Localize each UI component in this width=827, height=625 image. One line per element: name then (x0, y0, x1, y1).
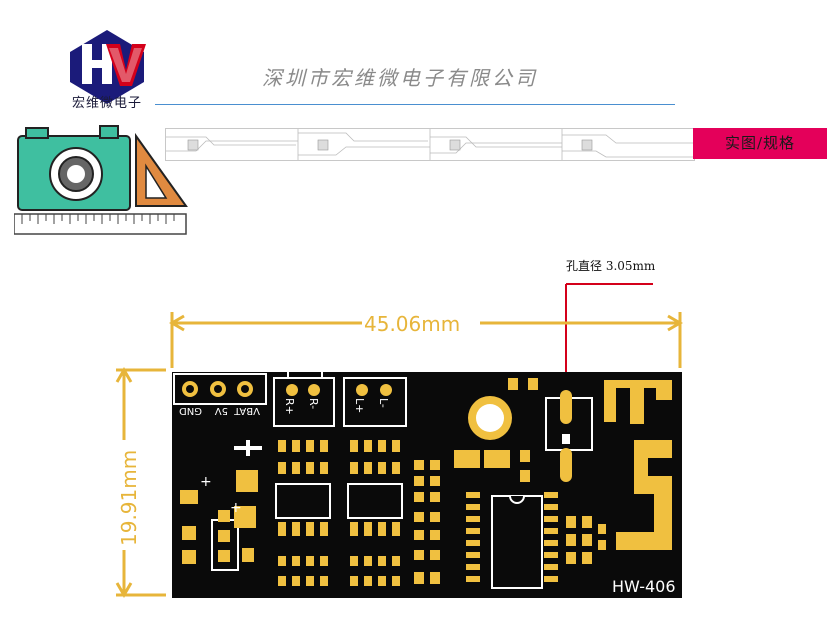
width-dimension (169, 312, 683, 368)
polarity-mark-1: + (200, 474, 212, 490)
pcb-preview-strip (165, 128, 695, 161)
left-speaker-connector (343, 377, 407, 427)
crystal-footprint (545, 390, 593, 482)
pin-label-l-minus: L- (377, 398, 390, 408)
title-divider (155, 104, 675, 105)
ic-pad-grid (414, 460, 440, 584)
height-dimension (115, 367, 166, 598)
pin-label-gnd: GND (179, 405, 202, 416)
left-components (180, 440, 262, 571)
pin-label-r-plus: R+ (283, 398, 296, 415)
power-pin-header (173, 373, 267, 405)
tab-photo-spec[interactable]: 实图/规格 (693, 128, 827, 159)
company-logo (70, 30, 146, 104)
amp-chip-outlines (275, 483, 403, 519)
right-speaker-connector (273, 372, 335, 427)
mounting-hole (476, 404, 504, 432)
polarity-mark-2: + (230, 500, 242, 516)
company-title: 深圳市宏维微电子有限公司 (262, 66, 538, 90)
hole-diameter-label: 孔直径 3.05mm (566, 259, 656, 273)
pin-label-5v: 5V (215, 405, 228, 416)
pcb-antenna (604, 380, 672, 550)
top-smd-pads (454, 378, 538, 482)
right-smd-pads (566, 516, 606, 564)
camera-ruler-icon (14, 125, 188, 235)
dip-chip (466, 492, 558, 589)
height-label: 19.91mm (117, 450, 141, 546)
width-label: 45.06mm (364, 312, 460, 336)
logo-caption: 宏维微电子 (71, 96, 142, 111)
pin-label-vbat: VBAT (233, 405, 260, 416)
pin-label-l-plus: L+ (353, 398, 366, 413)
amp-pad-bank (278, 440, 400, 586)
pin-label-r-minus: R- (307, 398, 320, 409)
pcb-dimension-drawing: 孔直径 3.05mm 45.06mm 19.91mm VBAT 5V GND (115, 259, 683, 598)
model-label: HW-406 (612, 577, 676, 596)
